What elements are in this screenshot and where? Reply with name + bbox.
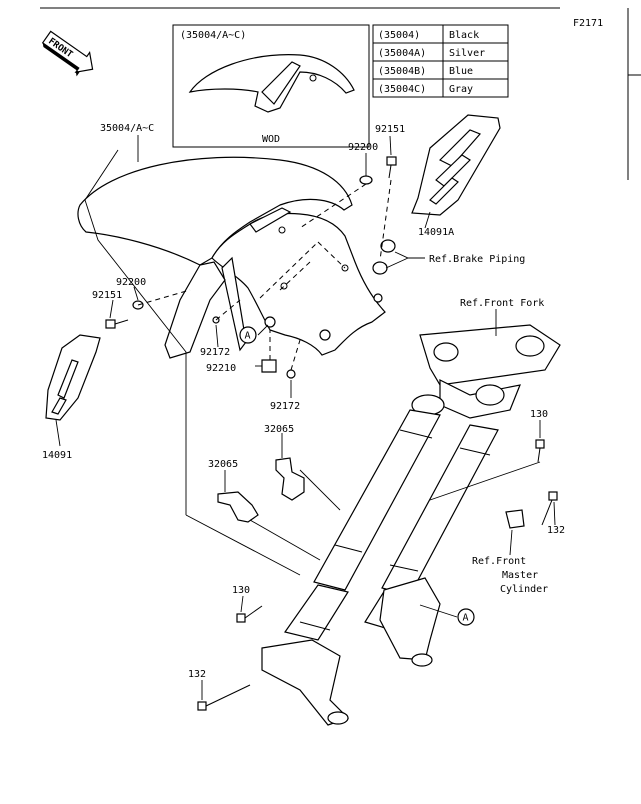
bracket-32065-a (275, 457, 305, 501)
bolt-132-left-icon (197, 684, 251, 711)
cover-14091 (45, 334, 101, 421)
master-cylinder-clamp-icon (505, 509, 525, 529)
callout-ref-master-3: Cylinder (500, 584, 548, 595)
bolt-92151-left-icon (105, 319, 129, 329)
callout-ref-brake: Ref.Brake Piping (429, 254, 525, 265)
marker-a-upper (239, 326, 257, 344)
color-table-part-2: (35004B) (378, 66, 426, 77)
bolt-132-right-icon (541, 491, 558, 526)
callout-ref-master-2: Master (502, 570, 538, 581)
front-fender (77, 156, 386, 359)
callout-14091: 14091 (42, 450, 72, 461)
marker-a-upper-label: A (245, 331, 251, 342)
callout-132-right: 132 (547, 525, 565, 536)
callout-32065-b: 32065 (208, 459, 238, 470)
callout-130-left: 130 (232, 585, 250, 596)
callout-92210: 92210 (206, 363, 236, 374)
callout-32065-a: 32065 (264, 424, 294, 435)
brake-clamp-icon (372, 239, 396, 275)
washer-92200-right-icon (359, 175, 373, 185)
assembly-lines (137, 179, 392, 371)
color-table-color-1: Silver (449, 48, 485, 59)
inset-fender-panel (261, 61, 301, 105)
bracket-32065-b (217, 491, 259, 523)
callout-ref-fork: Ref.Front Fork (460, 298, 544, 309)
callout-92151-right: 92151 (375, 124, 405, 135)
color-table-color-2: Blue (449, 66, 473, 77)
front-arrow-icon: FRONT (41, 30, 94, 77)
callout-92200-left: 92200 (116, 277, 146, 288)
page-code: F2171 (573, 18, 603, 29)
marker-a-lower (457, 608, 475, 626)
color-table-color-0: Black (449, 30, 479, 41)
callout-92172-lower: 92172 (270, 401, 300, 412)
front-fork (261, 324, 561, 726)
callout-132-left: 132 (188, 669, 206, 680)
leader-lines (55, 135, 556, 700)
bolt-92151-right-icon (386, 156, 397, 179)
inset-caption: WOD (262, 134, 280, 145)
marker-a-lower-label: A (463, 613, 469, 624)
callout-35004: 35004/A~C (100, 123, 154, 134)
color-table-color-3: Gray (449, 84, 473, 95)
callout-92200-right: 92200 (348, 142, 378, 153)
color-table-part-3: (35004C) (378, 84, 426, 95)
bolt-130-left-icon (236, 605, 263, 623)
callout-92151-left: 92151 (92, 290, 122, 301)
bolt-130-right-icon (535, 439, 545, 463)
color-table-part-0: (35004) (378, 30, 420, 41)
callout-14091a: 14091A (418, 227, 454, 238)
color-table: (35004) Black (35004A) Silver (35004B) B… (372, 24, 509, 98)
color-table-part-1: (35004A) (378, 48, 426, 59)
inset-panel: (35004/A~C) WOD (172, 24, 370, 148)
callout-92172-upper: 92172 (200, 347, 230, 358)
screw-92172-lower-icon (286, 369, 296, 379)
callout-130-right: 130 (530, 409, 548, 420)
inset-title: (35004/A~C) (180, 30, 246, 41)
callout-ref-master-1: Ref.Front (472, 556, 526, 567)
cover-14091a (411, 114, 501, 216)
nut-92210-icon (261, 359, 277, 373)
